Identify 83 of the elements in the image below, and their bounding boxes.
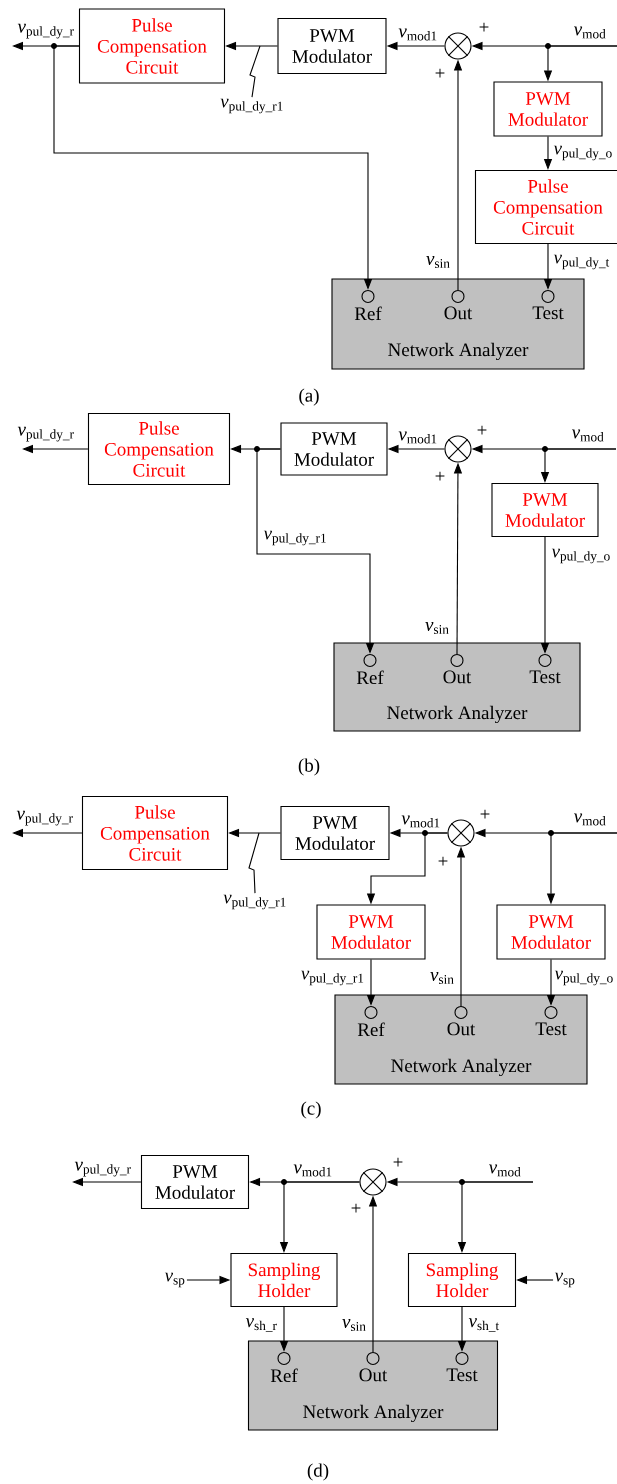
signal-label: v$_{mod1}$ (398, 28, 437, 41)
signal-label: v$_{mod}$ (573, 813, 606, 826)
port-terminal: Ref (354, 289, 382, 321)
block-box: PWM Modulator (280, 805, 390, 861)
signal-label: v$_{pul_dy_o}$ (554, 970, 613, 986)
summing-junction (359, 1168, 387, 1196)
signal-label: v$_{pul_dy_r}$ (16, 810, 73, 826)
block-box: Pulse Compensation Circuit (87, 412, 231, 486)
signal-label: v$_{sin}$ (430, 972, 454, 984)
sign-label: + (435, 471, 445, 481)
signal-label: v$_{pul_dy_r1}$ (263, 530, 326, 546)
port-terminal: Ref (270, 1351, 298, 1383)
block-box: PWM Modulator (491, 482, 599, 538)
block-box: Pulse Compensation Circuit (81, 795, 229, 871)
node-label: Test (532, 306, 564, 320)
port-terminal: Test (529, 653, 561, 684)
panel-caption: (b) (298, 758, 320, 776)
block-box: Sampling Holder (230, 1252, 338, 1308)
port-terminal: Test (532, 289, 564, 320)
node-label: Out (447, 1022, 476, 1036)
sign-label: + (479, 22, 489, 32)
signal-label: v$_{mod}$ (488, 1164, 521, 1177)
signal-label: v$_{pul_dy_r}$ (74, 1161, 131, 1177)
signal-label: v$_{pul_dy_r1}$ (220, 98, 283, 114)
block-box: PWM Modulator (140, 1154, 250, 1210)
signal-label: v$_{mod}$ (573, 26, 606, 39)
block-box: PWM Modulator (316, 904, 426, 960)
signal-label: v$_{mod1}$ (401, 815, 440, 828)
node-label: Ref (354, 306, 382, 321)
block-box: PWM Modulator (277, 17, 387, 75)
signal-label: v$_{sh_t}$ (468, 1318, 500, 1332)
node-label: Out (359, 1368, 388, 1382)
sign-label: + (435, 68, 445, 78)
sign-label: + (351, 1203, 361, 1213)
signal-label: v$_{sin}$ (425, 622, 449, 634)
port-terminal: Test (446, 1351, 478, 1382)
signal-label: v$_{pul_dy_r}$ (17, 426, 74, 442)
node-label: Out (443, 670, 472, 684)
block-box: Pulse Compensation Circuit (474, 169, 617, 245)
panel-caption: (c) (301, 1101, 321, 1119)
sign-label: + (477, 425, 487, 435)
panel-caption: (d) (307, 1463, 329, 1481)
port-terminal: Out (447, 1005, 476, 1036)
node-label: Test (446, 1368, 478, 1382)
node-label: Ref (356, 670, 384, 685)
signal-label: v$_{pul_dy_r}$ (17, 23, 74, 39)
summing-junction (444, 32, 472, 60)
block-box: Pulse Compensation Circuit (78, 8, 226, 84)
signal-label: v$_{pul_dy_t}$ (553, 254, 610, 270)
sign-label: + (393, 1157, 403, 1167)
block-box: PWM Modulator (496, 904, 606, 960)
node-label: Ref (270, 1368, 298, 1383)
signal-label: v$_{pul_dy_r1}$ (301, 970, 364, 986)
signal-label: v$_{sp}$ (554, 1272, 575, 1288)
signal-label: v$_{sin}$ (426, 256, 450, 268)
block-box: PWM Modulator (493, 81, 603, 137)
sign-label: + (480, 809, 490, 819)
block-box: Sampling Holder (407, 1252, 517, 1308)
leader-line (249, 45, 261, 98)
port-terminal: Test (535, 1005, 567, 1036)
node-label: Ref (357, 1022, 385, 1037)
node-label: Test (529, 670, 561, 684)
port-terminal: Ref (357, 1005, 385, 1037)
port-terminal: Ref (356, 653, 384, 685)
signal-label: v$_{pul_dy_o}$ (553, 145, 612, 161)
signal-label: v$_{sp}$ (164, 1272, 185, 1288)
summing-junction (444, 435, 472, 463)
node-label: Test (535, 1022, 567, 1036)
leader-line (248, 832, 260, 894)
sign-label: + (438, 856, 448, 866)
port-terminal: Out (359, 1351, 388, 1382)
node-label: Out (444, 306, 473, 320)
signal-label: v$_{mod1}$ (398, 431, 437, 444)
signal-label: v$_{sin}$ (342, 1319, 366, 1331)
signal-label: v$_{mod1}$ (293, 1164, 332, 1177)
port-terminal: Out (443, 653, 472, 684)
signal-label: v$_{mod}$ (571, 429, 604, 442)
block-box: PWM Modulator (280, 422, 388, 476)
summing-junction (447, 819, 475, 847)
signal-label: v$_{pul_dy_o}$ (551, 548, 610, 564)
signal-label: v$_{pul_dy_r1}$ (223, 894, 286, 910)
port-terminal: Out (444, 289, 473, 320)
signal-label: v$_{sh_r}$ (245, 1318, 277, 1332)
